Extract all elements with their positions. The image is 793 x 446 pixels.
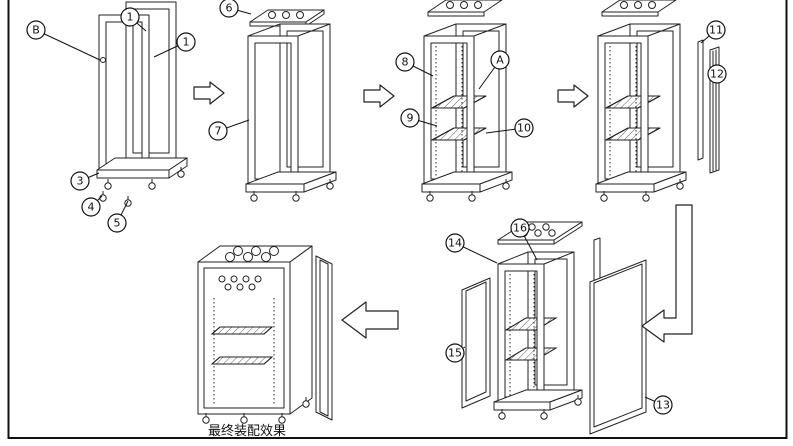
callout-13: 13 — [653, 395, 673, 415]
base-platform — [421, 171, 513, 193]
floating-top-cover — [497, 221, 583, 245]
callout-14: 14 — [445, 233, 465, 253]
top-cover — [249, 9, 325, 27]
svg-text:5: 5 — [114, 217, 121, 230]
callout-9: 9 — [400, 108, 420, 128]
cable-trays — [210, 326, 274, 365]
rear-frame — [279, 23, 331, 175]
front-door-frame — [98, 14, 150, 174]
arrow-right-1 — [193, 81, 225, 105]
right-side-panel — [589, 259, 647, 435]
svg-text:1: 1 — [127, 11, 134, 24]
callout-6: 6 — [219, 0, 239, 18]
hinge-hole — [100, 57, 106, 63]
svg-text:9: 9 — [407, 112, 414, 125]
vent-holes — [268, 11, 304, 19]
mounting-rails — [509, 274, 535, 396]
stage-4-frame-with-strips — [595, 0, 720, 202]
top-cover — [601, 0, 677, 17]
svg-text:B: B — [32, 24, 40, 37]
vent-holes — [446, 1, 482, 9]
left-side-panel — [461, 277, 491, 409]
arrow-bent-down-left — [641, 204, 693, 343]
svg-text:14: 14 — [448, 237, 462, 250]
svg-text:8: 8 — [402, 56, 409, 69]
base-platform — [96, 157, 188, 179]
svg-text:3: 3 — [77, 175, 84, 188]
arrow-right-3 — [557, 84, 589, 108]
base-platform — [595, 171, 687, 193]
top-cover — [427, 0, 503, 17]
svg-text:6: 6 — [226, 2, 233, 15]
svg-text:4: 4 — [88, 201, 95, 214]
svg-text:A: A — [496, 54, 504, 67]
callout-leader-B — [35, 29, 101, 61]
callout-1: 1 — [176, 32, 196, 52]
svg-text:16: 16 — [513, 222, 527, 235]
vent-holes — [620, 1, 656, 9]
callout-4: 4 — [81, 197, 101, 217]
front-door-frame — [203, 267, 285, 409]
arrow-right-2 — [363, 84, 395, 108]
callout-8: 8 — [395, 52, 415, 72]
front-frame — [247, 35, 299, 187]
svg-text:11: 11 — [709, 24, 723, 37]
callout-16: 16 — [510, 218, 530, 238]
front-frame — [423, 35, 475, 187]
arrow-left-final — [341, 301, 399, 339]
callout-B: B — [26, 20, 46, 40]
vent-holes — [225, 246, 279, 262]
callout-12: 12 — [707, 64, 727, 84]
mounting-rails — [213, 298, 275, 404]
stage-2-assembled-frame — [245, 9, 337, 202]
stage-1-frame-parts — [96, 1, 188, 207]
caption-final-assembly: 最终装配效果 — [208, 423, 286, 439]
cabinet-front — [197, 261, 291, 415]
door-vent-holes — [218, 275, 262, 291]
callout-5: 5 — [107, 213, 127, 233]
stage-3-frame-with-trays — [421, 0, 513, 202]
callout-7: 7 — [208, 121, 228, 141]
svg-text:10: 10 — [517, 122, 531, 135]
corner-strip-thin — [697, 39, 704, 161]
cabinet-right-side — [289, 245, 313, 415]
callout-15: 15 — [445, 343, 465, 363]
base-platform — [493, 389, 583, 411]
mounting-rails — [435, 46, 463, 176]
front-frame — [597, 35, 649, 187]
callout-3: 3 — [70, 171, 90, 191]
svg-text:7: 7 — [215, 125, 222, 138]
frame-cross-rails — [247, 23, 331, 187]
final-assembled-cabinet — [197, 245, 333, 424]
callout-11: 11 — [706, 20, 726, 40]
svg-text:1: 1 — [183, 36, 190, 49]
callout-A: A — [490, 50, 510, 70]
callout-1: 1 — [120, 7, 140, 27]
callout-10: 10 — [514, 118, 534, 138]
svg-text:12: 12 — [710, 68, 724, 81]
open-door-panel — [315, 255, 333, 421]
exploded-panels-step — [461, 221, 647, 435]
base-platform — [245, 171, 337, 193]
svg-text:15: 15 — [448, 347, 462, 360]
front-frame — [497, 263, 545, 405]
svg-text:13: 13 — [656, 399, 670, 412]
drawing-border — [7, 0, 788, 439]
mounting-rails — [609, 46, 637, 176]
loose-caster — [99, 190, 107, 202]
